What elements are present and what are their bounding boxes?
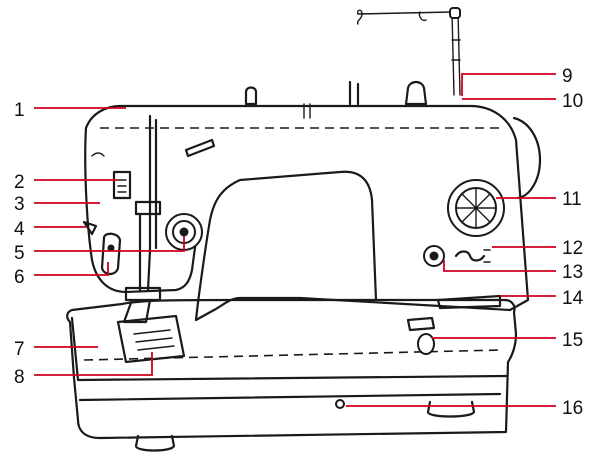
callout-13-label: 13 [562,262,583,283]
callout-2-label: 2 [14,172,25,193]
callout-14-label: 14 [562,288,584,309]
callout-8-label: 8 [14,367,25,388]
callout-5-label: 5 [14,243,25,264]
stitch-symbol [454,250,486,262]
stitch-symbol-marks [483,249,491,263]
head-detail [91,152,105,157]
callout-4-label: 4 [14,219,25,240]
callout-12-label: 12 [562,238,583,259]
callout-labels: 1 2 3 4 5 6 7 8 9 10 11 12 13 14 15 16 [14,66,584,419]
machine-bed [66,298,518,440]
drop-feed-lever [406,316,436,355]
light-cover [100,232,122,276]
spool-pins [244,80,428,106]
callout-15-label: 15 [562,330,583,351]
bed-seam [83,349,501,361]
thread-cutter [82,220,98,236]
callout-10-label: 10 [562,91,583,112]
bed-front-edge [70,316,508,382]
callout-5-leader [34,236,185,252]
bobbin-winder [436,294,502,310]
top-detail [303,103,311,119]
bed-lower-edge [78,392,502,402]
callout-leaders [34,73,556,407]
indicator-window [112,170,132,200]
needle-mechanism [134,114,162,292]
callout-16-label: 16 [562,398,583,419]
thread-guide-wire [356,7,461,96]
callout-9-leader [461,73,556,96]
callout-6-leader [34,262,109,276]
callout-6-label: 6 [14,267,25,288]
machine-illustration [66,7,542,452]
needle-plate [116,314,186,364]
callout-7-label: 7 [14,339,25,360]
callout-3-label: 3 [14,194,25,215]
take-up-lever [184,138,216,158]
hand-wheel [512,116,542,200]
callout-8-leader [34,352,153,376]
stitch-selector-dial [447,179,505,237]
machine-arm [84,104,530,322]
reverse-button [423,245,445,267]
callout-9-label: 9 [562,66,573,87]
callout-1-label: 1 [14,100,25,121]
front-screw [335,399,345,409]
callout-13-leader [443,260,556,272]
callout-11-label: 11 [562,189,582,210]
presser-foot [122,286,162,324]
machine-feet [134,400,476,452]
